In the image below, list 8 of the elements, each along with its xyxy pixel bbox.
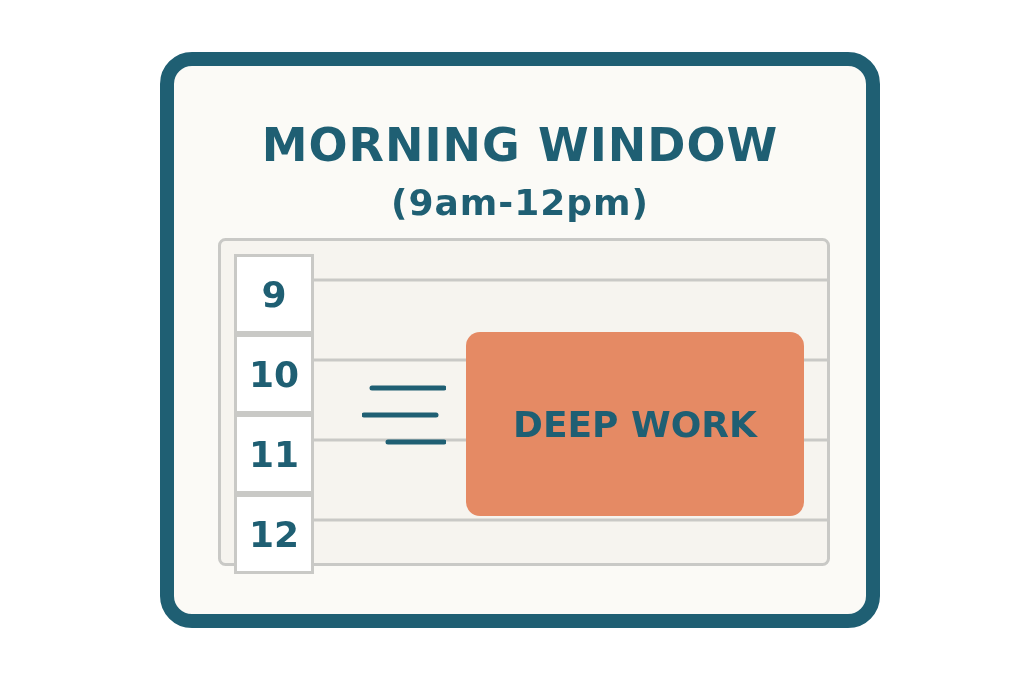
title-heading: MORNING WINDOW [260, 118, 780, 172]
time-range-subtitle: (9am-12pm) [389, 182, 651, 223]
hour-label: 12 [234, 494, 314, 574]
time-block: DEEP WORK [466, 332, 804, 516]
hour-label: 11 [234, 414, 314, 494]
hour-label: 9 [234, 254, 314, 334]
hour-label: 10 [234, 334, 314, 414]
card-frame [160, 52, 880, 628]
